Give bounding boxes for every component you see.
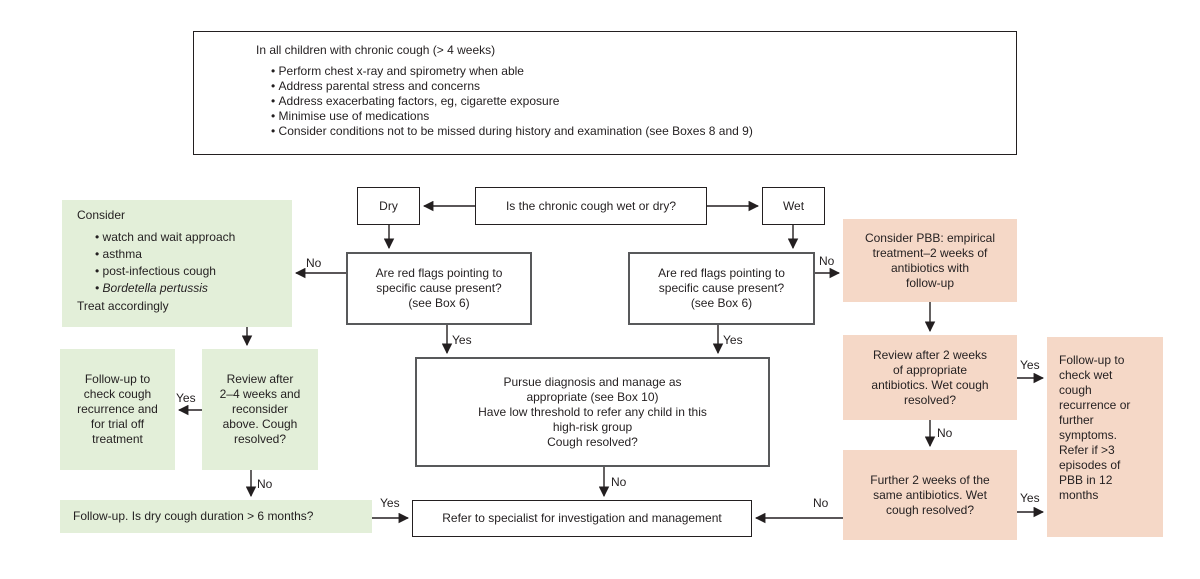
- edge-label-no: No: [819, 254, 835, 268]
- instructions-title: In all children with chronic cough (> 4 …: [256, 43, 496, 57]
- node-wet: Wet: [762, 187, 825, 225]
- node-dry: Dry: [357, 187, 420, 225]
- instructions-box: In all children with chronic cough (> 4 …: [193, 31, 1017, 155]
- edge-label-yes: Yes: [1020, 491, 1040, 505]
- instructions-bullet-list: Perform chest x-ray and spirometry when …: [256, 64, 1004, 139]
- edge-label-no: No: [306, 256, 322, 270]
- node-consider-dry: Consider watch and wait approachasthmapo…: [62, 200, 292, 327]
- node-question-wet-or-dry: Is the chronic cough wet or dry?: [475, 187, 707, 225]
- edge-label-yes: Yes: [380, 496, 400, 510]
- edge-label-yes: Yes: [176, 391, 196, 405]
- edge-label-no: No: [611, 475, 627, 489]
- edge-label-no: No: [937, 426, 953, 440]
- consider-title: Consider: [77, 208, 126, 222]
- edge-label-yes: Yes: [1020, 358, 1040, 372]
- consider-footer: Treat accordingly: [77, 299, 169, 313]
- edge-label-yes: Yes: [452, 333, 472, 347]
- edge-label-no: No: [813, 496, 829, 510]
- edge-label-no: No: [257, 477, 273, 491]
- node-refer-specialist: Refer to specialist for investigation an…: [412, 500, 752, 537]
- edge-label-yes: Yes: [723, 333, 743, 347]
- node-followup-dry: Follow-up. Is dry cough duration > 6 mon…: [60, 500, 372, 533]
- consider-bullet-list: watch and wait approachasthmapost-infect…: [77, 230, 284, 296]
